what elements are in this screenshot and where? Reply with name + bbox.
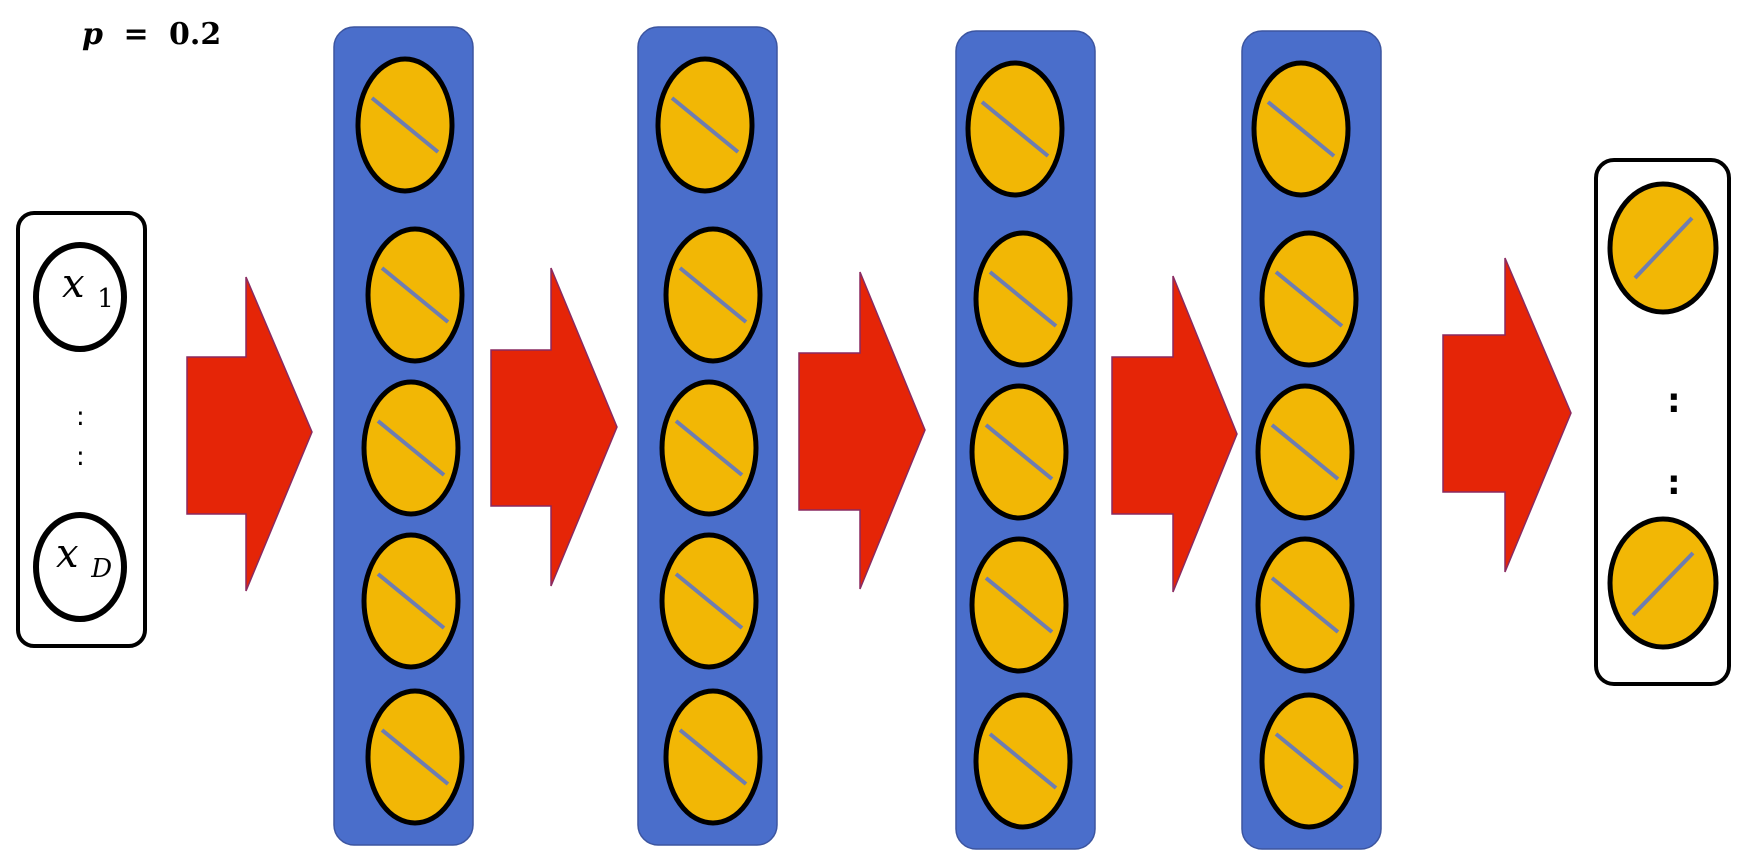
input-x1-subscript: 1 — [97, 284, 114, 314]
hidden-2-node-5-slash — [678, 728, 748, 786]
arrow-hidden1-to-hidden2 — [490, 267, 618, 587]
dropout-probability-label: p = 0.2 — [82, 17, 221, 52]
arrow-hidden4-to-output — [1442, 257, 1572, 573]
arrow-hidden3-to-hidden4 — [1111, 275, 1238, 593]
hidden-layer-2 — [637, 26, 778, 846]
hidden-layer-3 — [955, 30, 1096, 850]
output-node-1-slash — [1633, 216, 1694, 280]
hidden-1-node-5-slash — [380, 728, 450, 786]
output-ellipsis-top: : — [1667, 381, 1681, 421]
input-ellipsis-bottom: : — [76, 442, 85, 472]
input-node-xD-label: x D — [56, 531, 112, 584]
input-node-x1-label: x 1 — [62, 261, 114, 314]
hidden-3-node-4-slash — [984, 576, 1054, 634]
input-xD-symbol: x — [56, 531, 79, 577]
output-ellipsis-bottom: : — [1667, 463, 1681, 503]
arrow-input-to-hidden1 — [186, 276, 313, 592]
hidden-4-node-3-slash — [1270, 423, 1340, 481]
hidden-1-node-2-slash — [380, 266, 450, 324]
hidden-4-node-2-slash — [1274, 270, 1344, 328]
output-ellipsis: : : — [1667, 381, 1692, 503]
hidden-3-node-3-slash — [984, 423, 1054, 481]
dropout-equals: = — [123, 17, 148, 52]
hidden-3-node-1-slash — [980, 100, 1050, 158]
hidden-1-node-4-slash — [376, 572, 446, 630]
arrows — [186, 257, 1572, 593]
input-x1-symbol: x — [62, 261, 85, 307]
hidden-layer-4 — [1241, 30, 1382, 850]
hidden-4-node-1-slash — [1266, 100, 1336, 158]
input-layer: x 1 : : x D — [16, 211, 147, 648]
arrow-hidden2-to-hidden3 — [798, 271, 926, 590]
input-xD-subscript: D — [90, 554, 112, 584]
input-node-x1 — [33, 242, 127, 352]
hidden-layer-1 — [333, 26, 474, 846]
dropout-value: 0.2 — [169, 17, 221, 52]
hidden-1-node-1-slash — [370, 96, 440, 154]
hidden-2-node-1-slash — [670, 96, 740, 154]
hidden-4-node-4-slash — [1270, 576, 1340, 634]
hidden-1-node-3-slash — [376, 419, 446, 477]
input-node-xD — [33, 512, 127, 622]
hidden-3-node-5-slash — [988, 732, 1058, 790]
hidden-2-node-4-slash — [674, 572, 744, 630]
hidden-2-node-3-slash — [674, 419, 744, 477]
output-layer: : : — [1594, 158, 1731, 686]
hidden-2-node-2-slash — [678, 266, 748, 324]
input-ellipsis-top: : — [76, 402, 85, 432]
input-ellipsis: : : — [76, 402, 93, 472]
hidden-3-node-2-slash — [988, 270, 1058, 328]
output-node-2-slash — [1631, 551, 1695, 617]
dropout-p-symbol: p — [82, 17, 103, 52]
hidden-4-node-5-slash — [1274, 732, 1344, 790]
